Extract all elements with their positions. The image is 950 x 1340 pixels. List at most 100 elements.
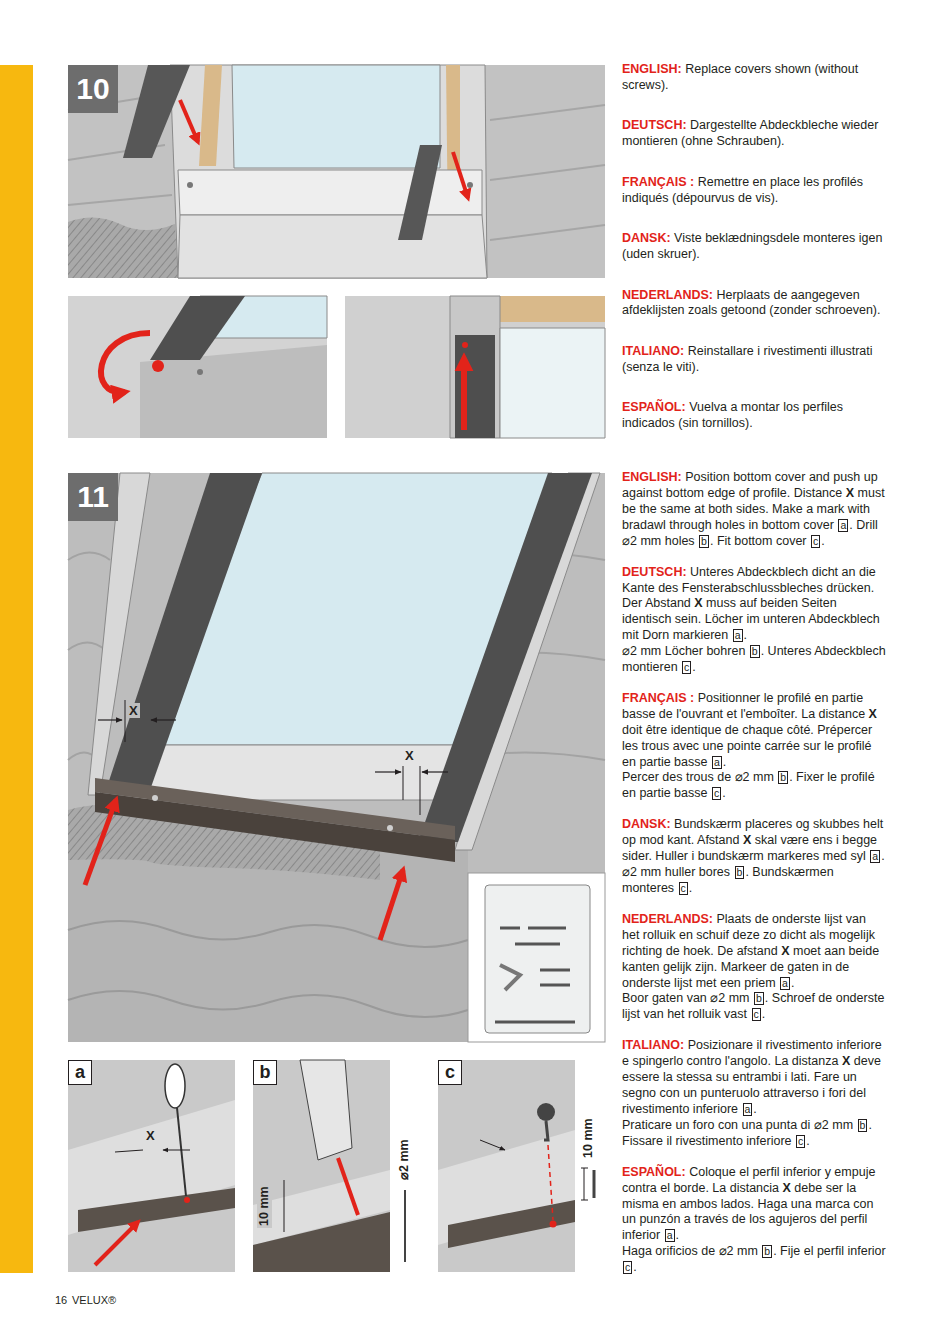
- instruction-text: .: [881, 849, 884, 863]
- instruction-column: ENGLISH: Position bottom cover and push …: [622, 470, 886, 1276]
- instruction-text: Boor gaten van ⌀2 mm: [622, 991, 750, 1005]
- instruction-text: .: [806, 1134, 809, 1148]
- instruction-paragraph: DANSK: Bundskærm placeres og skubbes hel…: [622, 817, 886, 896]
- instruction-column: ENGLISH: Replace covers shown (without s…: [622, 62, 886, 432]
- instruction-text: .: [762, 1007, 765, 1021]
- instruction-text: .: [722, 786, 725, 800]
- step-number-box: 10: [68, 65, 118, 113]
- substep-ref: b: [735, 866, 745, 879]
- step10-detail-right: [345, 296, 605, 438]
- instruction-paragraph: FRANÇAIS : Remettre en place les profilé…: [622, 175, 886, 207]
- substep-ref: b: [754, 992, 764, 1005]
- instruction-text: . Fit bottom cover: [710, 534, 807, 548]
- instruction-text: Percer des trous de ⌀2 mm: [622, 770, 774, 784]
- language-label: NEDERLANDS:: [622, 912, 713, 926]
- step10-illustration: [68, 65, 605, 278]
- substep-ref: a: [780, 977, 790, 990]
- language-label: ENGLISH:: [622, 62, 682, 76]
- substep-letter-box: b: [253, 1060, 277, 1085]
- substep-ref: a: [870, 850, 880, 863]
- language-label: ESPAÑOL:: [622, 400, 686, 414]
- brand-name: VELUX®: [70, 1293, 118, 1308]
- language-label: ITALIANO:: [622, 1038, 684, 1052]
- detail-c: [438, 1060, 605, 1272]
- substep-ref: c: [811, 535, 820, 548]
- dimension-ref: X: [783, 1181, 791, 1195]
- substep-ref: c: [752, 1008, 761, 1021]
- detail-b: [253, 1060, 420, 1272]
- language-label: ENGLISH:: [622, 470, 682, 484]
- language-label: ITALIANO:: [622, 344, 684, 358]
- dimension-label: X: [403, 748, 416, 763]
- substep-letter-box: c: [438, 1060, 462, 1085]
- language-label: DANSK:: [622, 231, 671, 245]
- instruction-paragraph: NEDERLANDS: Herplaats de aangegeven afde…: [622, 288, 886, 320]
- dimension-label: 10 mm: [257, 1184, 272, 1228]
- instruction-text: .: [821, 534, 824, 548]
- instruction-text: .: [744, 628, 747, 642]
- substep-ref: b: [699, 535, 709, 548]
- detail-a: [68, 1060, 235, 1272]
- substep-ref: c: [679, 882, 688, 895]
- step11-illustration: [68, 473, 605, 1042]
- dimension-ref: X: [694, 596, 702, 610]
- substep-ref: b: [778, 771, 788, 784]
- substep-ref: b: [762, 1245, 772, 1258]
- language-label: FRANÇAIS :: [622, 175, 694, 189]
- dimension-label: ⌀2 mm: [397, 1137, 412, 1182]
- page-number: 16: [53, 1293, 69, 1308]
- substep-ref: a: [743, 1103, 753, 1116]
- instruction-text: Haga orificios de ⌀2 mm: [622, 1244, 758, 1258]
- instruction-text: ⌀2 mm huller bores: [622, 865, 730, 879]
- language-label: NEDERLANDS:: [622, 288, 713, 302]
- substep-ref: b: [750, 645, 760, 658]
- language-label: DEUTSCH:: [622, 118, 687, 132]
- dimension-ref: X: [781, 944, 789, 958]
- substep-letter-box: a: [68, 1060, 92, 1085]
- step10-detail-left: [68, 296, 327, 438]
- instruction-text: .: [676, 1228, 679, 1242]
- substep-ref: b: [858, 1119, 868, 1132]
- dimension-label: 10 mm: [581, 1116, 596, 1160]
- instruction-text: .: [723, 755, 726, 769]
- instruction-paragraph: ENGLISH: Position bottom cover and push …: [622, 470, 886, 549]
- instruction-paragraph: ESPAÑOL: Vuelva a montar los perfiles in…: [622, 400, 886, 432]
- step-number: 11: [77, 480, 109, 514]
- language-label: ESPAÑOL:: [622, 1165, 686, 1179]
- substep-ref: c: [796, 1135, 805, 1148]
- substep-letter: a: [75, 1062, 85, 1083]
- substep-ref: c: [623, 1261, 632, 1274]
- substep-ref: c: [682, 661, 691, 674]
- substep-letter: b: [260, 1062, 271, 1083]
- instruction-paragraph: ITALIANO: Reinstallare i rivestimenti il…: [622, 344, 886, 376]
- language-label: DANSK:: [622, 817, 671, 831]
- dimension-ref: X: [743, 833, 751, 847]
- substep-ref: a: [733, 629, 743, 642]
- instruction-text: doit être identique de chaque côté. Prép…: [622, 723, 872, 769]
- instruction-text: .: [753, 1102, 756, 1116]
- step-number: 10: [76, 72, 109, 106]
- substep-ref: c: [712, 787, 721, 800]
- instruction-paragraph: ESPAÑOL: Coloque el perfil inferior y em…: [622, 1165, 886, 1276]
- instruction-paragraph: NEDERLANDS: Plaats de onderste lijst van…: [622, 912, 886, 1023]
- dimension-label: X: [144, 1128, 157, 1143]
- instruction-text: ⌀2 mm Löcher bohren: [622, 644, 745, 658]
- substep-ref: a: [665, 1229, 675, 1242]
- substep-ref: a: [838, 519, 848, 532]
- instruction-paragraph: DEUTSCH: Dargestellte Abdeckbleche wiede…: [622, 118, 886, 150]
- step-number-box: 11: [68, 473, 118, 521]
- side-bar: [0, 65, 33, 1273]
- substep-ref: a: [712, 756, 722, 769]
- language-label: DEUTSCH:: [622, 565, 687, 579]
- dimension-ref: X: [869, 707, 877, 721]
- dimension-label: X: [127, 703, 140, 718]
- dimension-ref: X: [846, 486, 854, 500]
- instruction-paragraph: DANSK: Viste beklædningsdele monteres ig…: [622, 231, 886, 263]
- instruction-text: .: [633, 1260, 636, 1274]
- instruction-text: Praticare un foro con una punta di ⌀2 mm: [622, 1118, 853, 1132]
- instruction-paragraph: DEUTSCH: Unteres Abdeckblech dicht an di…: [622, 565, 886, 676]
- instruction-paragraph: ITALIANO: Posizionare il rivestimento in…: [622, 1038, 886, 1149]
- instruction-text: .: [791, 976, 794, 990]
- language-label: FRANÇAIS :: [622, 691, 694, 705]
- instruction-text: .: [689, 881, 692, 895]
